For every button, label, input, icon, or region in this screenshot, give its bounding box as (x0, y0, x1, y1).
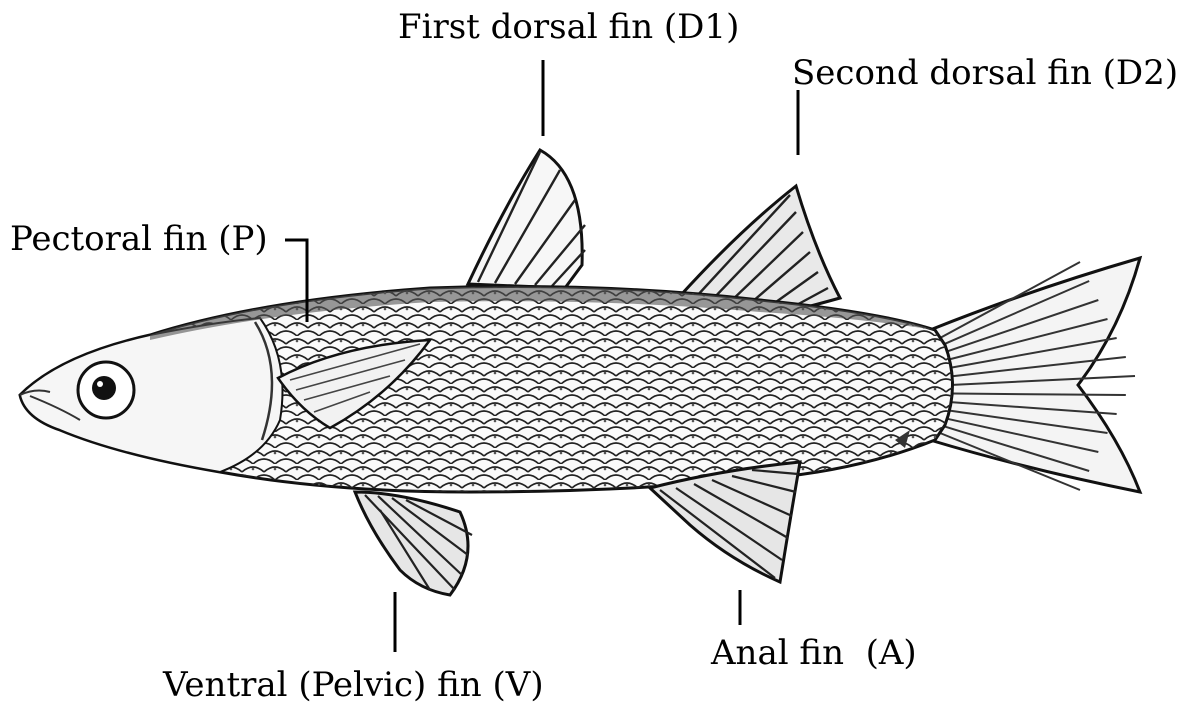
label-second-dorsal-fin: Second dorsal fin (D2) (792, 56, 1178, 90)
label-anal-fin: Anal fin (A) (711, 636, 917, 670)
ventral-fin (355, 492, 472, 595)
label-pectoral-fin: Pectoral fin (P) (10, 222, 268, 256)
fish-body (20, 280, 960, 500)
eye (78, 362, 134, 418)
label-first-dorsal-fin: First dorsal fin (D1) (398, 10, 739, 44)
caudal-fin (930, 258, 1140, 492)
label-ventral-fin: Ventral (Pelvic) fin (V) (163, 668, 544, 702)
first-dorsal-fin (468, 150, 585, 288)
